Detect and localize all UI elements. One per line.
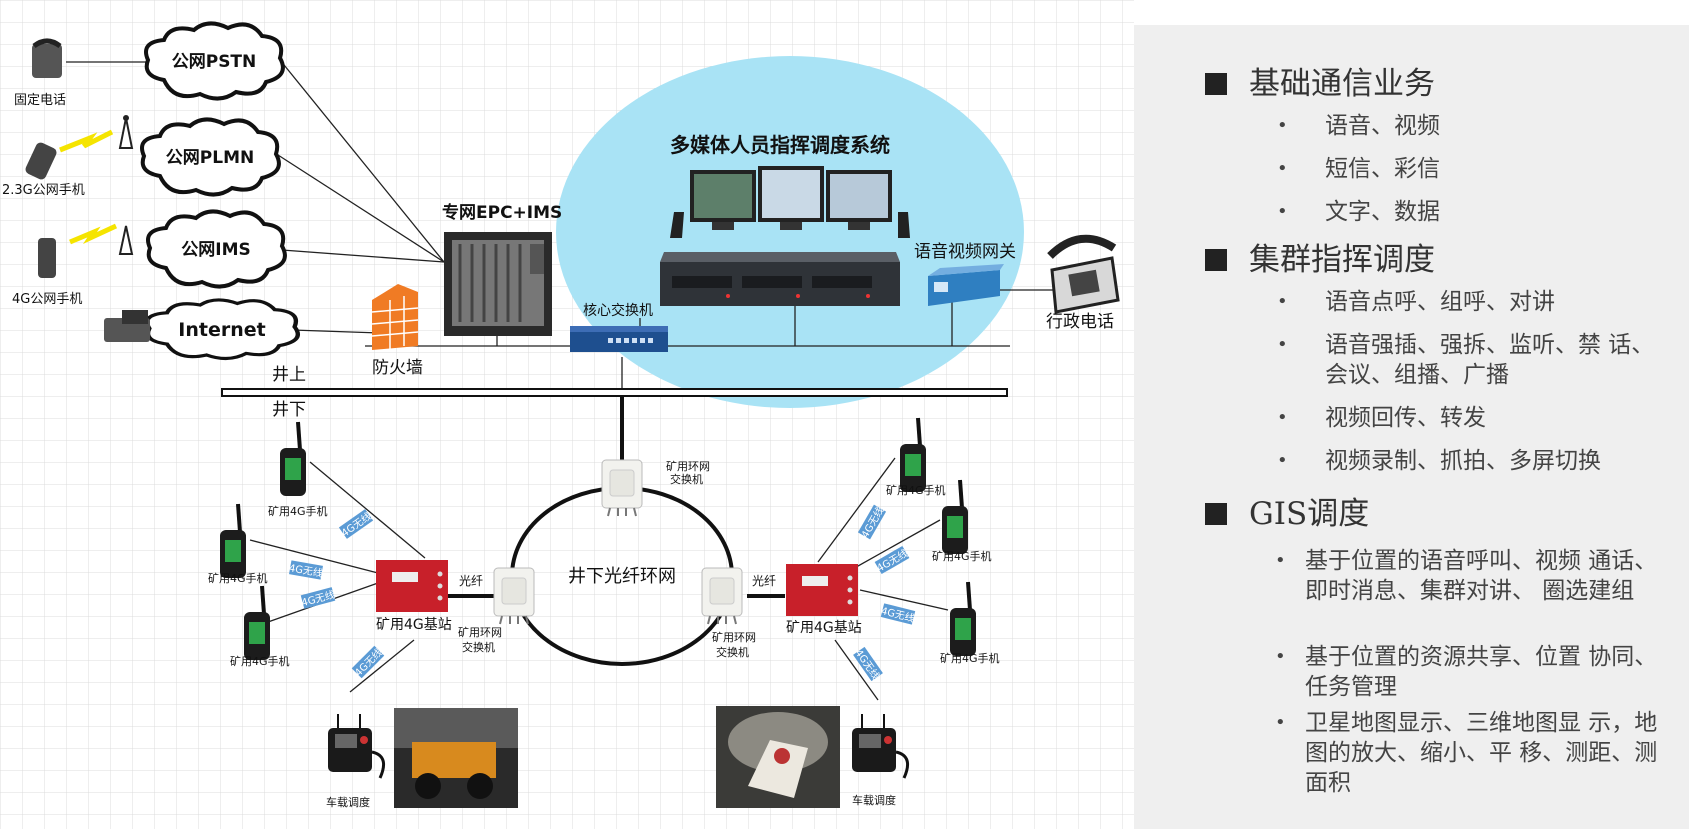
phone-23g-label: 2.3G公网手机 (2, 183, 85, 198)
mine-handset-label: 矿用4G手机 (208, 571, 268, 585)
dispatch-monitors-icon (670, 166, 910, 238)
phone-4g-label: 4G公网手机 (12, 292, 82, 307)
mobile-phone-23g-icon (25, 117, 134, 180)
list-item-text: 视频回传、转发 (1325, 405, 1486, 431)
mine-tunnel-photo (716, 706, 840, 808)
network-diagram: 井上 井下 公网PSTN 公网PLMN 公网IMS Internet 固定电话 … (0, 0, 1134, 829)
list-item: • 视频回传、转发 (1277, 403, 1486, 433)
fiber-left-label: 光纤 (459, 574, 483, 588)
fixed-phone-icon (32, 38, 62, 78)
epc-ims-label: 专网EPC+IMS (442, 202, 562, 223)
base-station-left-label: 矿用4G基站 (376, 616, 452, 633)
list-item-text: 基于位置的语音呼叫、视频 通话、即时消息、集群对讲、 圈选建组 (1305, 548, 1658, 604)
list-item-text: 语音点呼、组呼、对讲 (1325, 289, 1555, 315)
list-item: • 视频录制、抓拍、多屏切换 (1277, 446, 1601, 476)
ring-switch-left-label-2: 交换机 (462, 640, 495, 654)
ground-bus (221, 388, 1008, 397)
list-item-text: 基于位置的资源共享、位置 协同、任务管理 (1305, 644, 1658, 700)
underground-label: 井下 (272, 400, 306, 420)
section-title: 基础通信业务 (1249, 66, 1435, 102)
section-trunking-dispatch: 集群指挥调度 (1205, 234, 1435, 279)
list-item: • 基于位置的语音呼叫、视频 通话、即时消息、集群对讲、 圈选建组 (1275, 546, 1680, 606)
list-item: • 语音点呼、组呼、对讲 (1277, 287, 1555, 317)
bullet-icon: • (1277, 158, 1288, 179)
bullet-icon: • (1275, 646, 1286, 667)
bullet-icon: • (1277, 201, 1288, 222)
section-gis-dispatch: GIS调度 (1205, 488, 1369, 533)
fixed-phone-label: 固定电话 (14, 93, 66, 108)
base-station-left-icon (376, 560, 448, 612)
above-ground-label: 井上 (272, 365, 306, 385)
list-item-text: 会议、组播、广播 (1325, 362, 1509, 388)
list-item-text: 语音强插、强拆、监听、禁 话、 (1325, 332, 1655, 358)
mine-handset-label: 矿用4G手机 (932, 549, 992, 563)
square-bullet-icon (1205, 503, 1227, 525)
mine-vehicle-photo (394, 708, 518, 808)
ip-phone-icon (104, 310, 150, 342)
mine-handset-label: 矿用4G手机 (886, 483, 946, 497)
fiber-right-label: 光纤 (752, 574, 776, 588)
cloud-pstn-label: 公网PSTN (172, 52, 257, 72)
list-item: • 语音、视频 (1277, 111, 1440, 141)
square-bullet-icon (1205, 249, 1227, 271)
admin-phone-label: 行政电话 (1046, 312, 1114, 332)
ring-switch-left-label-1: 矿用环网 (458, 626, 502, 639)
list-item-text: 视频录制、抓拍、多屏切换 (1325, 448, 1601, 474)
vehicle-dispatch-right-label: 车载调度 (852, 793, 896, 807)
ring-switch-right-label-2: 交换机 (716, 645, 749, 659)
bullet-icon: • (1277, 450, 1288, 471)
features-panel (1134, 25, 1689, 829)
bullet-icon: • (1277, 115, 1288, 136)
list-item-text: 文字、数据 (1325, 199, 1440, 225)
core-switch-label: 核心交换机 (583, 302, 653, 319)
dispatch-system-title: 多媒体人员指挥调度系统 (670, 133, 890, 157)
list-item: • 语音强插、强拆、监听、禁 话、 (1277, 330, 1655, 360)
base-station-right-icon (786, 564, 858, 616)
section-basic-communication: 基础通信业务 (1205, 58, 1435, 103)
section-title: GIS调度 (1249, 496, 1370, 532)
av-gateway-label: 语音视频网关 (914, 242, 1016, 262)
firewall-label: 防火墙 (372, 358, 423, 378)
av-gateway-icon (928, 264, 1004, 306)
ring-switch-right-icon (701, 567, 743, 625)
list-item: • 卫星地图显示、三维地图显 示，地图的放大、缩小、平 移、测距、测面积 (1275, 708, 1680, 798)
firewall-icon (371, 284, 419, 350)
list-item: • 短信、彩信 (1277, 154, 1440, 184)
list-item-continuation: 会议、组播、广播 (1325, 360, 1509, 390)
dispatch-system-bubble (556, 56, 1024, 408)
cloud-ims-label: 公网IMS (181, 240, 251, 260)
list-item-text: 卫星地图显示、三维地图显 示，地图的放大、缩小、平 移、测距、测面积 (1305, 710, 1658, 796)
list-item: • 基于位置的资源共享、位置 协同、任务管理 (1275, 642, 1680, 702)
fiber-ring-label: 井下光纤环网 (568, 566, 676, 587)
list-item-text: 短信、彩信 (1325, 156, 1440, 182)
bullet-icon: • (1277, 407, 1288, 428)
cloud-plmn-label: 公网PLMN (166, 148, 254, 168)
mine-handset-label: 矿用4G手机 (268, 504, 328, 518)
vehicle-dispatch-left-label: 车载调度 (326, 795, 370, 809)
ring-switch-top-icon (601, 459, 643, 517)
dispatch-server-icon (660, 252, 900, 306)
bullet-icon: • (1277, 291, 1288, 312)
bullet-icon: • (1275, 550, 1286, 571)
admin-phone-icon (1047, 234, 1120, 314)
mine-handset-label: 矿用4G手机 (230, 654, 290, 668)
antenna-icon (123, 115, 129, 121)
list-item: • 文字、数据 (1277, 197, 1440, 227)
cloud-internet-label: Internet (178, 319, 265, 341)
ring-switch-top-label-2: 交换机 (670, 472, 703, 486)
mine-handset-label: 矿用4G手机 (940, 651, 1000, 665)
bullet-icon: • (1277, 334, 1288, 355)
square-bullet-icon (1205, 73, 1227, 95)
section-title: 集群指挥调度 (1249, 242, 1435, 278)
list-item-text: 语音、视频 (1325, 113, 1440, 139)
base-station-right-label: 矿用4G基站 (786, 619, 862, 636)
core-switch-icon (570, 326, 668, 352)
ring-switch-left-icon (493, 567, 535, 625)
bullet-icon: • (1275, 712, 1286, 733)
mobile-phone-4g-icon (38, 223, 134, 278)
epc-ims-server-icon (444, 232, 552, 336)
ring-switch-top-label-1: 矿用环网 (666, 460, 710, 473)
ring-switch-right-label-1: 矿用环网 (712, 631, 756, 644)
